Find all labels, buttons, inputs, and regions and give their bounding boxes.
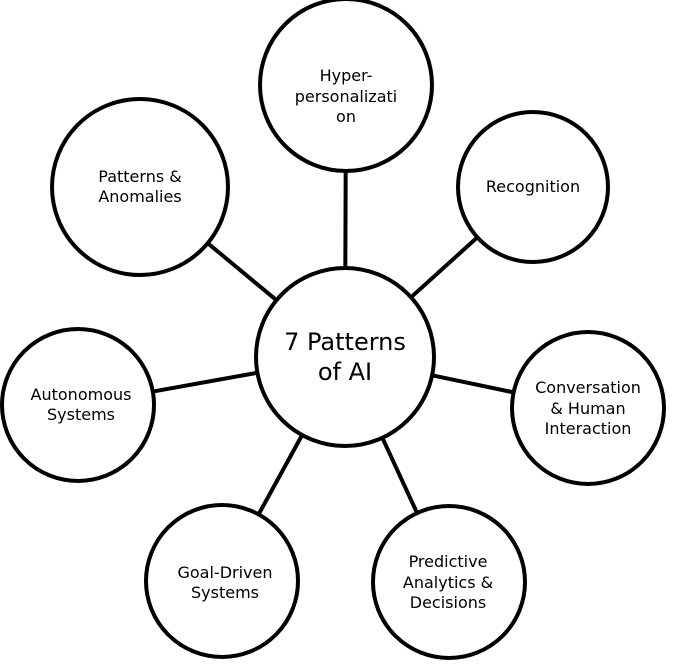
connector-line-4 — [380, 435, 420, 516]
node-predictive-line-2: Analytics & — [402, 572, 494, 592]
node-circle-predictive — [371, 504, 527, 660]
node-circle-patterns — [50, 97, 230, 277]
node-autonomous-line-2: Systems — [47, 405, 115, 424]
connector-line-3 — [430, 373, 516, 395]
node-predictive-line-1: Predictive — [408, 552, 488, 572]
node-label-autonomous: Autonomous Systems — [0, 330, 162, 480]
node-goal-line-1: Goal-Driven — [177, 562, 273, 582]
node-circle-goal-driven — [144, 503, 300, 659]
node-conversation-line-2: & Human — [550, 398, 626, 418]
node-autonomous-line-1: Autonomous — [30, 384, 132, 404]
connector-line-5 — [256, 433, 305, 517]
node-predictive-line-3: Decisions — [409, 593, 487, 613]
center-line-1: 7 Patterns — [284, 328, 406, 356]
node-circle-conversation — [510, 330, 666, 486]
center-label: 7 Patterns of AI — [257, 281, 433, 433]
node-patterns-line-1: Patterns & — [98, 166, 182, 186]
node-label-conversation: Conversation & Human Interaction — [503, 334, 673, 484]
center-line-2: of AI — [317, 358, 373, 386]
connector-line-6 — [150, 370, 260, 394]
center-circle — [254, 266, 436, 448]
node-label-patterns: Patterns & Anomalies — [60, 112, 220, 262]
node-hyper-line-1: Hyper- — [319, 66, 373, 86]
node-hyper-line-3: on — [336, 107, 356, 127]
node-circle-recognition — [456, 110, 610, 264]
node-label-recognition: Recognition — [458, 112, 608, 262]
node-hyper-line-2: personalizati — [294, 86, 398, 106]
node-circle-hyper-personalization — [258, 0, 434, 173]
node-label-hyper-personalization: Hyper- personalizati on — [256, 22, 436, 172]
node-conversation-line-1: Conversation — [535, 378, 641, 398]
connector-line-2 — [409, 235, 480, 300]
connector-line-7 — [205, 241, 279, 303]
node-label-goal-driven: Goal-Driven Systems — [145, 508, 305, 658]
center-label-text: 7 Patterns of AI — [284, 327, 406, 387]
node-conversation-line-3: Interaction — [544, 419, 632, 439]
node-label-predictive: Predictive Analytics & Decisions — [368, 508, 528, 658]
node-recognition-line-1: Recognition — [485, 176, 581, 196]
node-patterns-line-2: Anomalies — [98, 187, 182, 206]
node-circle-autonomous — [0, 327, 156, 483]
node-goal-line-2: Systems — [190, 583, 259, 602]
